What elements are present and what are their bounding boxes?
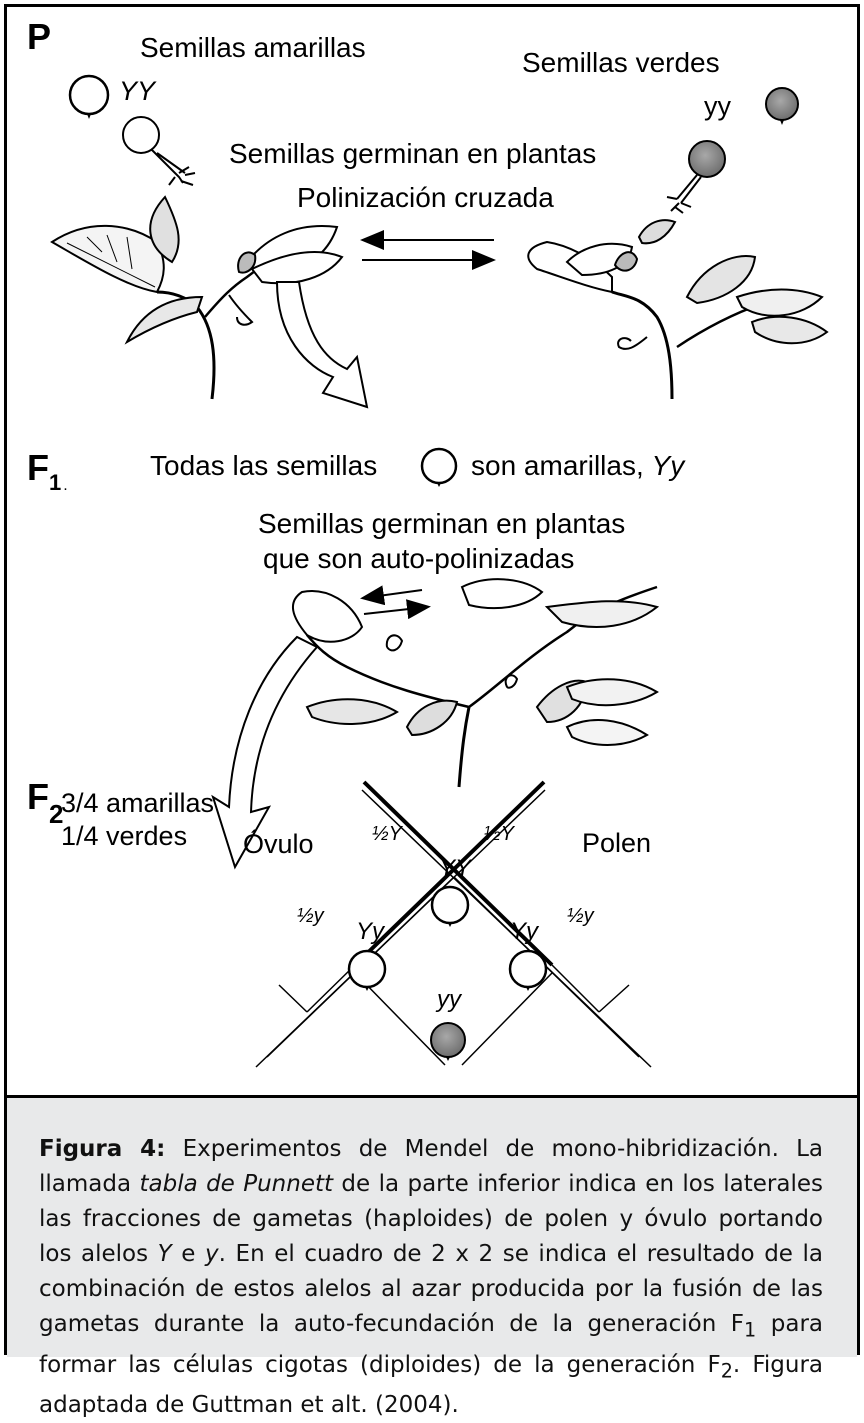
figure-caption: Figura 4: Experimentos de Mendel de mono…	[39, 1132, 823, 1423]
f2-generation-label: F2	[27, 776, 63, 829]
f1-yellow-seed-icon	[422, 449, 456, 487]
f1-germinate-line1: Semillas germinan en plantas	[258, 508, 625, 539]
polen-label: Polen	[582, 828, 651, 858]
germinate-label: Semillas germinan en plantas	[229, 138, 596, 169]
yellow-seeds-label: Semillas amarillas	[140, 32, 366, 63]
cross-pollination-arrows	[362, 240, 494, 260]
germinating-green-seed-icon	[667, 141, 725, 213]
polen-y-fraction: ½y	[567, 905, 595, 927]
caption-subscript-2: 2	[721, 1359, 733, 1382]
caption-subscript-1: 1	[744, 1319, 756, 1342]
cell-Yy-right-genotype: Yy	[510, 918, 540, 945]
f1-all-seeds-label: Todas las semillas	[150, 450, 377, 481]
caption-italic-y: y	[205, 1241, 219, 1267]
right-pea-plant-icon	[528, 220, 827, 399]
f1-germinate-line2: que son auto-polinizadas	[263, 543, 574, 574]
mendel-diagram: P Semillas amarillas YY Semillas verdes …	[7, 7, 857, 1095]
cell-YY-genotype: YY	[439, 855, 473, 882]
green-seed-icon	[766, 88, 798, 125]
ovulo-Y-fraction: ½Y	[372, 823, 404, 845]
f2-green-ratio: 1/4 verdes	[61, 821, 187, 851]
caption-text-3: e	[172, 1241, 205, 1267]
f1-generation-label: F1.	[27, 447, 68, 495]
polen-Y-fraction: ½Y	[484, 823, 516, 845]
p-to-f1-arrow	[277, 282, 367, 407]
f2-yellow-ratio: 3/4 amarillas	[61, 788, 214, 818]
green-seeds-label: Semillas verdes	[522, 47, 720, 78]
yy-dominant-genotype: YY	[119, 76, 157, 106]
caption-italic-punnett: tabla de Punnett	[139, 1171, 333, 1197]
ovulo-y-fraction: ½y	[297, 905, 325, 927]
caption-italic-Y: Y	[158, 1241, 172, 1267]
f1-pea-plant-icon	[293, 579, 657, 787]
ovulo-label: Óvulo	[243, 828, 314, 859]
p-generation-label: P	[27, 16, 51, 57]
yellow-seed-icon	[70, 76, 108, 119]
caption-box: Figura 4: Experimentos de Mendel de mono…	[7, 1095, 857, 1357]
cell-yy-genotype: yy	[435, 986, 463, 1013]
f1-yellow-label: son amarillas, Yy	[471, 450, 686, 481]
yy-recessive-genotype: yy	[704, 91, 732, 121]
cell-Yy-left-genotype: Yy	[356, 918, 386, 945]
cross-pollination-label: Polinización cruzada	[297, 182, 554, 213]
cell-YY-yellow-seed-icon	[432, 887, 468, 927]
caption-label: Figura 4:	[39, 1136, 165, 1162]
self-pollination-arrows	[364, 590, 427, 614]
cell-Yy-left-yellow-seed-icon	[349, 951, 385, 991]
germinating-yellow-seed-icon	[123, 117, 195, 185]
